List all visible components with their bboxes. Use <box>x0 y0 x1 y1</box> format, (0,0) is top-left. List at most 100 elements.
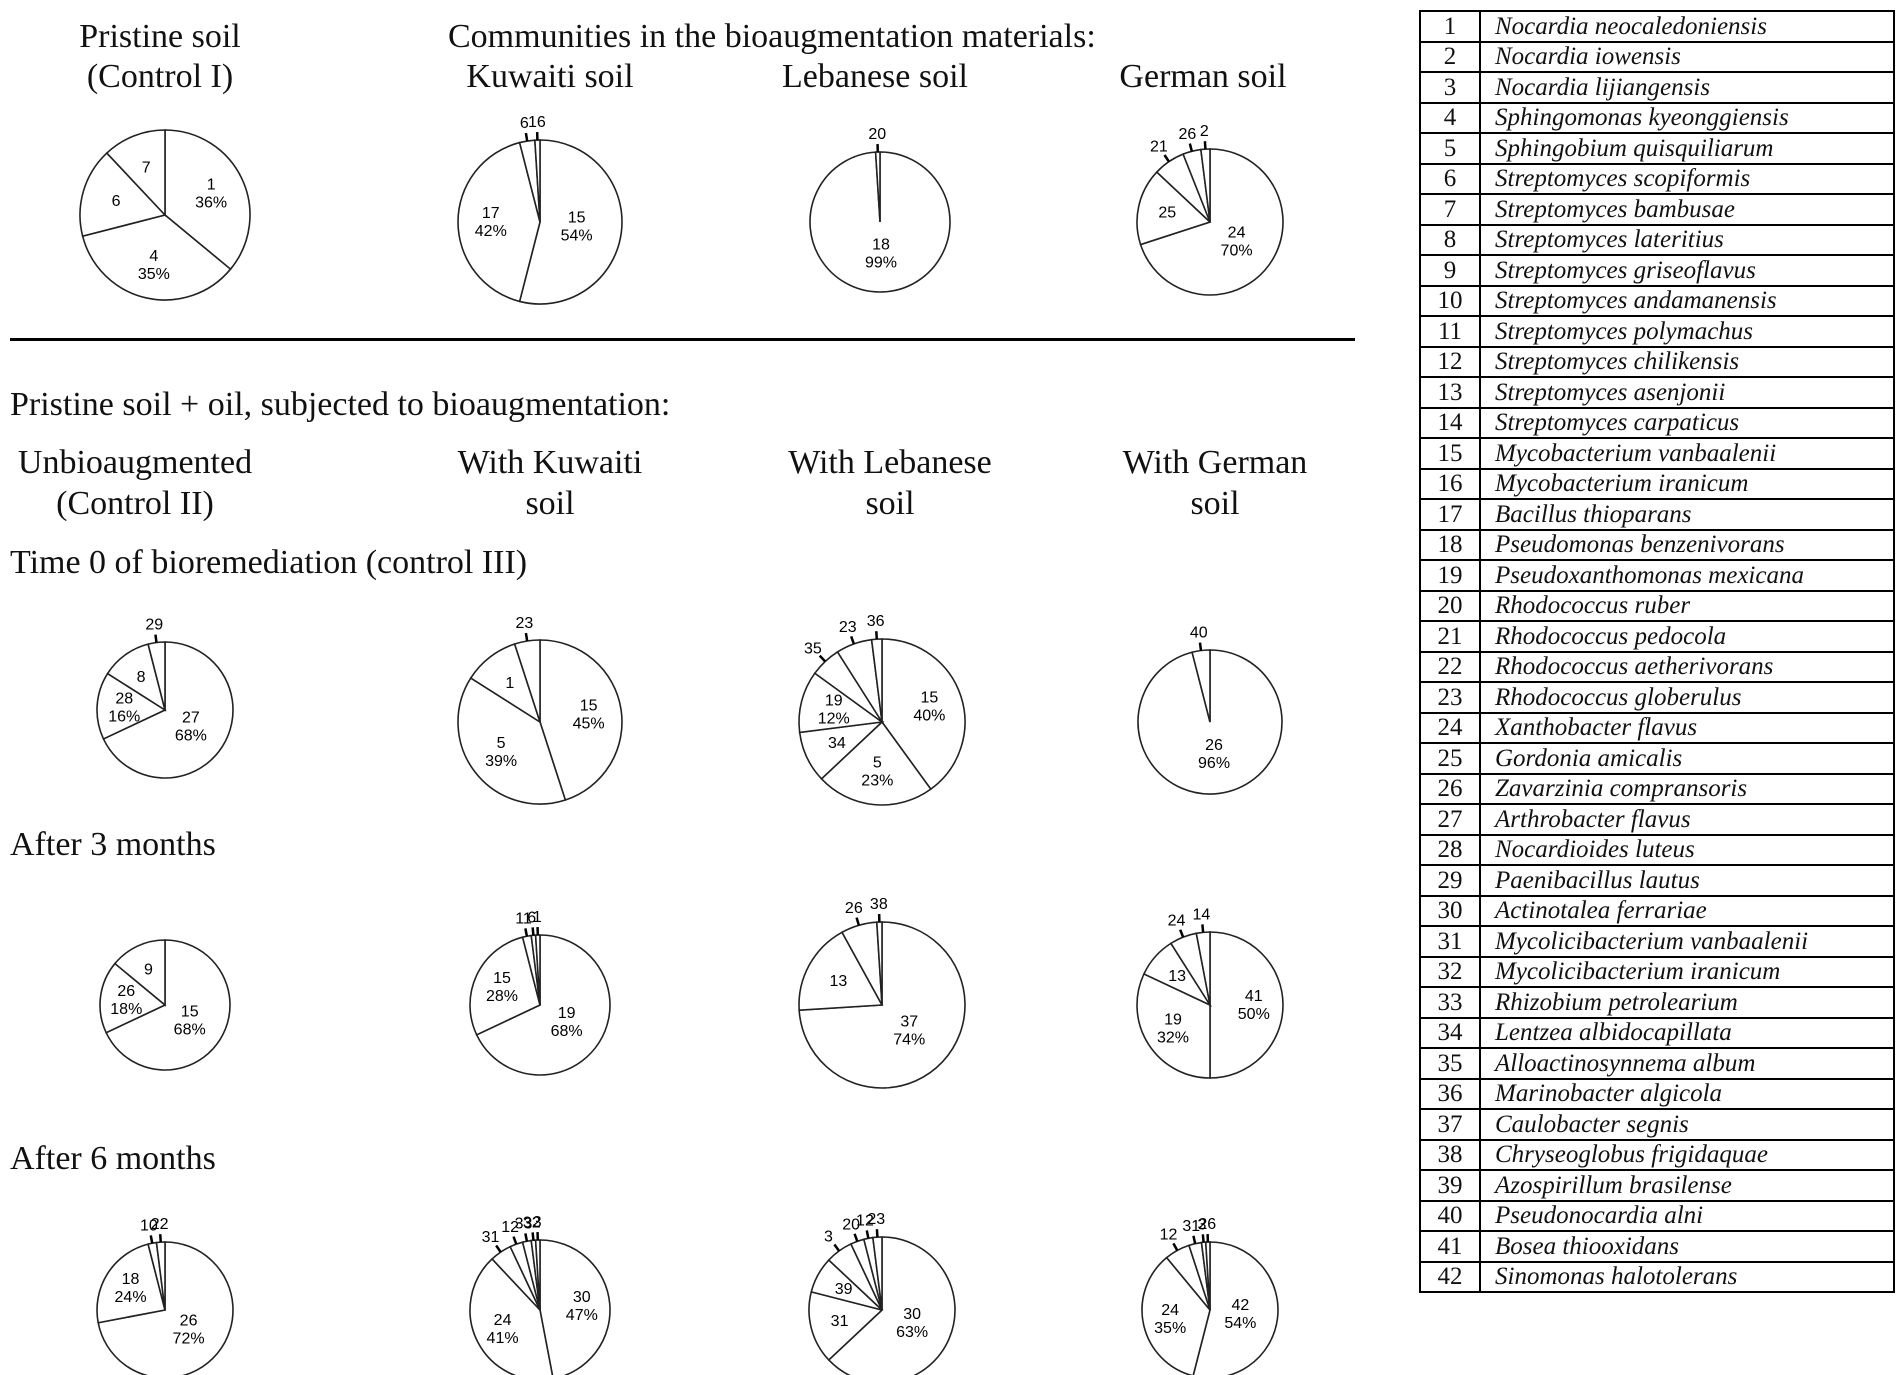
legend-species-name: Xanthobacter flavus <box>1479 711 1895 744</box>
slice-leader <box>865 1230 870 1239</box>
section-separator <box>10 338 1355 341</box>
legend-species-name: Streptomyces griseoflavus <box>1479 254 1895 287</box>
legend-number: 40 <box>1419 1199 1481 1232</box>
slice-leader <box>154 634 158 643</box>
slice-percent: 96% <box>1198 755 1230 772</box>
header-unbioaugmented: Unbioaugmented <box>17 444 253 481</box>
slice-label: 24 <box>494 1312 512 1329</box>
pie-slice <box>1209 931 1284 1079</box>
legend-species-name: Pseudomonas benzenivorans <box>1479 528 1895 561</box>
legend-number: 9 <box>1419 254 1481 287</box>
slice-leader <box>833 1243 841 1252</box>
slice-percent: 50% <box>1238 1006 1270 1023</box>
legend-species-name: Chryseoglobus frigidaquae <box>1479 1138 1895 1171</box>
slice-label: 40 <box>1190 625 1208 642</box>
row-label-time0: Time 0 of bioremediation (control III) <box>10 544 528 581</box>
slice-label: 23 <box>515 615 533 632</box>
legend-number: 1 <box>1419 10 1481 43</box>
slice-label: 39 <box>835 1281 853 1298</box>
legend-species-name: Nocardia iowensis <box>1479 40 1895 73</box>
legend-species-name: Streptomyces carpaticus <box>1479 406 1895 439</box>
pie-slice <box>534 139 541 223</box>
slice-percent: 39% <box>485 753 517 770</box>
slice-percent: 40% <box>913 708 945 725</box>
pie-slice <box>827 1236 956 1375</box>
slice-leader <box>875 631 879 640</box>
slice-label: 10 <box>140 1218 158 1235</box>
legend-number: 38 <box>1419 1138 1481 1171</box>
legend-number: 6 <box>1419 162 1481 195</box>
legend-number: 11 <box>1419 315 1481 348</box>
slice-percent: 68% <box>551 1023 583 1040</box>
row-label-after3: After 3 months <box>10 826 216 863</box>
legend-species-name: Pseudoxanthomonas mexicana <box>1479 559 1895 592</box>
slice-label: 26 <box>1178 126 1196 143</box>
slice-leader <box>1201 924 1205 933</box>
slice-label: 1 <box>505 675 514 692</box>
slice-label: 20 <box>868 126 886 143</box>
legend-species-name: Sphingobium quisquiliarum <box>1479 132 1895 165</box>
header-with-lebanese-soil: soil <box>865 485 915 522</box>
slice-label: 3 <box>824 1228 833 1245</box>
slice-percent: 35% <box>138 266 170 283</box>
slice-percent: 68% <box>174 1022 206 1039</box>
legend-number: 21 <box>1419 620 1481 653</box>
legend-species-name: Paenibacillus lautus <box>1479 864 1895 897</box>
slice-label: 18 <box>872 236 890 253</box>
pie-slice <box>164 129 251 271</box>
slice-label: 31 <box>1182 1218 1200 1235</box>
legend-number: 37 <box>1419 1108 1481 1141</box>
pie-slice <box>798 931 884 1012</box>
slice-label: 24 <box>1228 224 1246 241</box>
legend-number: 36 <box>1419 1077 1481 1110</box>
slice-label: 42 <box>1231 1297 1249 1314</box>
slice-label: 12 <box>856 1213 874 1230</box>
slice-percent: 16% <box>108 708 140 725</box>
legend-number: 20 <box>1419 589 1481 622</box>
slice-percent: 72% <box>173 1331 205 1348</box>
slice-label: 37 <box>900 1014 918 1031</box>
pie-slice <box>539 1239 611 1375</box>
header-with-kuwaiti-soil: soil <box>525 485 575 522</box>
slice-label: 25 <box>1158 204 1176 221</box>
slice-percent: 45% <box>573 715 605 732</box>
header-pristine-sub: (Control I) <box>86 58 234 95</box>
legend-number: 30 <box>1419 894 1481 927</box>
legend-species-name: Pseudonocardia alni <box>1479 1199 1895 1232</box>
pie-slice <box>1139 148 1284 296</box>
pie-slice <box>457 141 541 303</box>
legend-number: 3 <box>1419 71 1481 104</box>
legend-species-name: Rhodococcus ruber <box>1479 589 1895 622</box>
slice-percent: 47% <box>566 1307 598 1324</box>
pie-slice <box>99 962 167 1034</box>
slice-label: 33 <box>515 1216 533 1233</box>
slice-label: 21 <box>1150 139 1168 156</box>
pie-slice <box>1192 1241 1279 1375</box>
slice-label: 26 <box>1198 1216 1216 1233</box>
header-with-kuwaiti: With Kuwaiti <box>457 444 643 481</box>
slice-label: 31 <box>482 1229 500 1246</box>
slice-leader <box>531 1232 535 1241</box>
legend-species-name: Mycobacterium iranicum <box>1479 467 1895 500</box>
slice-leader <box>1192 1235 1197 1244</box>
slice-label: 26 <box>180 1313 198 1330</box>
slice-label: 23 <box>867 1211 885 1228</box>
slice-leader <box>1179 929 1185 938</box>
legend-number: 16 <box>1419 467 1481 500</box>
